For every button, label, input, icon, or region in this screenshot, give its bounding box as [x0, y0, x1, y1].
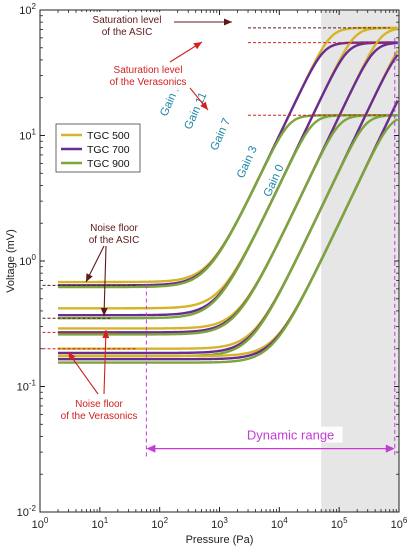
curve-tgc-500-gain-11: [58, 26, 398, 310]
annotation-arrow-line: [67, 351, 99, 395]
y-tick-label: 10-2: [17, 504, 37, 519]
annotation-arrowhead: [193, 42, 202, 50]
legend-label: TGC 900: [87, 158, 130, 170]
dynamic-range: Dynamic range: [145, 37, 396, 457]
noise-floor-verasonics-text: Noise floor: [75, 399, 123, 410]
dynamic-range-label-bg: [238, 426, 343, 443]
y-tick-label: 100: [19, 253, 36, 268]
saturation-asic-text: of the ASIC: [102, 27, 153, 38]
annotation-arrow-line: [103, 245, 107, 317]
noise-floor-asic-bg: [72, 220, 156, 248]
annotation-arrowhead: [224, 18, 232, 26]
x-tick-label: 103: [211, 516, 228, 531]
gain-label: Gain 7: [209, 117, 234, 153]
saturation-verasonics-bg: [96, 62, 200, 90]
annotation-arrow-line: [103, 329, 107, 395]
saturation-asic-bg: [80, 12, 174, 40]
x-tick-label: 104: [271, 516, 288, 531]
saturation-verasonics-text: Saturation level: [114, 65, 183, 76]
annotation-arrowhead: [200, 101, 208, 110]
gain-label: Gain 3: [235, 144, 260, 180]
y-tick-label: 10-1: [17, 379, 37, 394]
legend-label: TGC 700: [87, 144, 130, 156]
reference-lines: [42, 27, 390, 350]
saturation-verasonics-text: of the Verasonics: [110, 77, 187, 88]
annotation-arrowhead: [102, 330, 110, 339]
dynamic-range-label: Dynamic range: [247, 428, 334, 443]
axis-ticks: [39, 9, 400, 513]
gain-label: Gain 11: [182, 91, 209, 132]
curve-tgc-900-gain-11: [58, 114, 398, 320]
x-tick-label: 100: [32, 516, 49, 531]
annotation-arrowhead: [86, 273, 93, 282]
noise-floor-asic-text: Noise floor: [90, 223, 138, 234]
saturation-asic-text: Saturation level: [93, 15, 162, 26]
annotation-arrowhead: [68, 352, 76, 361]
noise-floor-verasonics-text: of the Verasonics: [61, 411, 138, 422]
x-tick-label: 101: [91, 516, 108, 531]
noise-floor-verasonics-bg: [56, 396, 142, 424]
curve-tgc-900-gain-0: [58, 118, 399, 364]
legend-label: TGC 500: [87, 130, 130, 142]
x-tick-label: 105: [331, 516, 348, 531]
gain-label: Gain 0: [262, 163, 287, 199]
noise-floor-asic-text: of the ASIC: [89, 235, 140, 246]
x-axis-title: Pressure (Pa): [186, 534, 254, 546]
x-tick-label: 106: [391, 516, 408, 531]
y-axis-title: Voltage (mV): [5, 229, 17, 293]
dynamic-range-arrowhead-right: [385, 444, 395, 453]
annotation-arrowhead: [100, 307, 108, 316]
curve-tgc-900-gain-7: [58, 114, 398, 336]
x-tick-label: 102: [151, 516, 168, 531]
y-tick-label: 102: [19, 2, 36, 17]
y-tick-label: 101: [19, 128, 36, 143]
dynamic-range-arrowhead-left: [146, 444, 156, 453]
